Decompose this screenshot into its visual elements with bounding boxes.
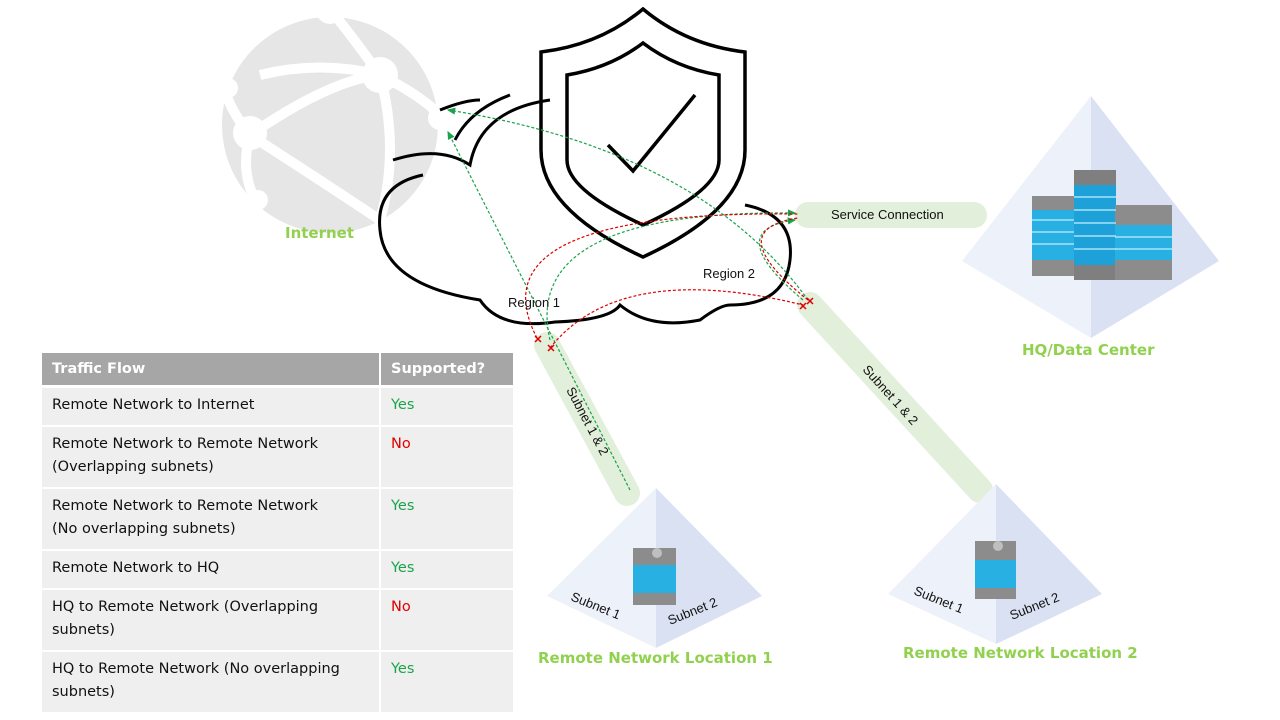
traffic-flow-cell: HQ to Remote Network (Overlapping subnets… [42,589,381,652]
office-buildings-icon [1032,170,1172,280]
table-row: Remote Network to Internet Yes [42,386,513,427]
blocked-markers [534,297,814,352]
rn1-pyramid [547,488,762,648]
service-connection-badge [795,202,987,228]
flow-line: Remote Network to Internet [52,397,255,413]
rn2-label: Remote Network Location 2 [903,644,1138,662]
supported-cell: Yes [380,386,513,427]
globe-network-icon [218,0,452,233]
service-connection-label: Service Connection [831,207,944,222]
region2-label: Region 2 [703,266,755,281]
flow-line: Remote Network to Remote Network [52,498,318,514]
office-building-icon [633,548,676,605]
flow-line: HQ to Remote Network (Overlapping [52,599,319,615]
supported-cell: Yes [380,550,513,590]
table-row: Remote Network to Remote Network (No over… [42,488,513,551]
tunnel2-label: Subnet 1 & 2 [860,362,921,428]
hq-label: HQ/Data Center [1022,341,1155,359]
office-building-icon [975,541,1016,599]
traffic-flow-cell: Remote Network to Remote Network (No over… [42,488,381,551]
table-row: HQ to Remote Network (Overlapping subnets… [42,589,513,652]
supported-cell: Yes [380,651,513,714]
tunnel-region2: Subnet 1 & 2 [797,292,993,503]
supported-cell: No [380,426,513,489]
traffic-flow-cell: Remote Network to HQ [42,550,381,590]
traffic-flow-cell: HQ to Remote Network (No overlapping subn… [42,651,381,714]
flow-line: (Overlapping subnets) [52,459,214,475]
table-row: Remote Network to Remote Network (Overlap… [42,426,513,489]
rn2-pyramid [888,484,1102,644]
traffic-flow-table: Traffic Flow Supported? Remote Network t… [42,353,513,714]
supported-cell: No [380,589,513,652]
traffic-flow-cell: Remote Network to Remote Network (Overlap… [42,426,381,489]
flow-line: HQ to Remote Network (No overlapping [52,661,340,677]
flow-line: subnets) [52,684,115,700]
flow-line: Remote Network to Remote Network [52,436,318,452]
traffic-flow-cell: Remote Network to Internet [42,386,381,427]
tunnel-region1: Subnet 1 & 2 [534,332,640,506]
internet-label: Internet [285,224,354,242]
header-traffic-flow: Traffic Flow [42,353,381,388]
traffic-flows [446,107,809,491]
region1-label: Region 1 [508,295,560,310]
flow-line: (No overlapping subnets) [52,521,236,537]
flow-line: subnets) [52,622,115,638]
header-supported: Supported? [380,353,513,388]
shield-check-icon [539,6,747,259]
rn1-label: Remote Network Location 1 [538,649,773,667]
flow-line: Remote Network to HQ [52,560,220,576]
table-row: Remote Network to HQ Yes [42,550,513,590]
supported-cell: Yes [380,488,513,551]
table-row: HQ to Remote Network (No overlapping subn… [42,651,513,714]
